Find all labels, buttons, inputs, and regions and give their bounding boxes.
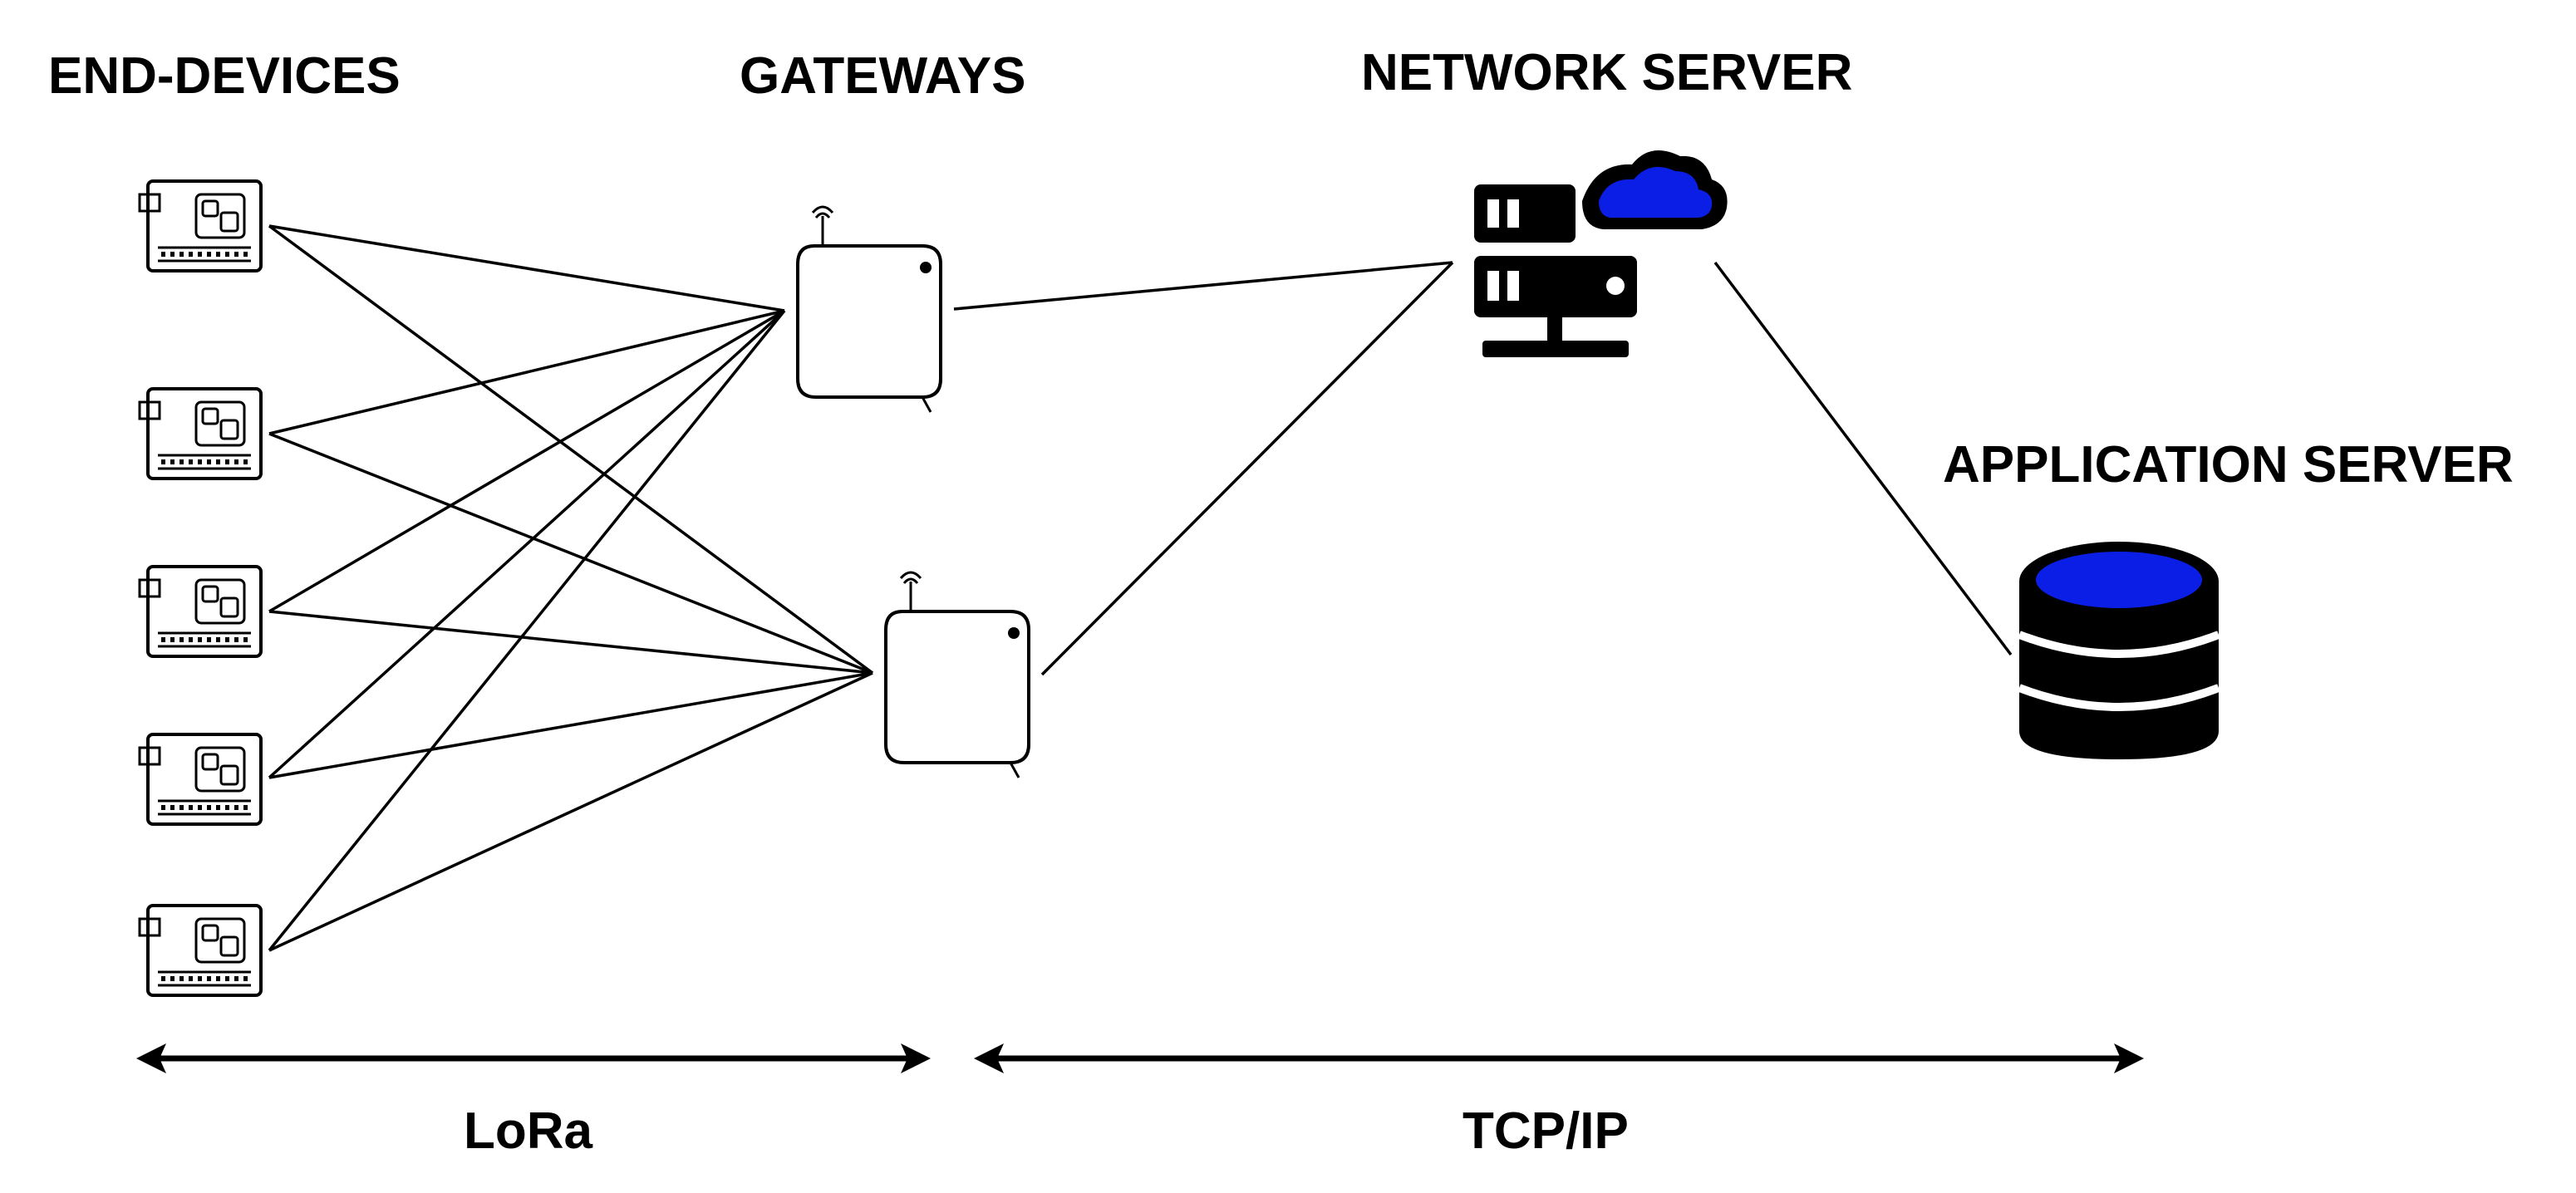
circuit-board-icon [140, 389, 261, 479]
backhaul-links [953, 261, 2013, 676]
gateway-1 [796, 205, 942, 414]
application-server [2018, 542, 2220, 759]
end-device-3 [140, 567, 261, 656]
end-device-1 [140, 181, 261, 271]
circuit-board-icon [140, 567, 261, 656]
end-device-2 [140, 389, 261, 479]
database-top-fill [2036, 552, 2202, 608]
database-icon [2018, 542, 2220, 759]
tcpip-protocol-label: TCP/IP [1463, 1102, 1629, 1160]
link-network-server-application-server [1713, 261, 2013, 656]
link-device-4-gateway-2 [268, 671, 873, 779]
lora-protocol-label: LoRa [464, 1102, 593, 1160]
link-device-1-gateway-1 [268, 224, 785, 312]
end-device-5 [140, 906, 261, 995]
lora-links [268, 224, 874, 952]
circuit-board-icon [140, 181, 261, 271]
link-device-3-gateway-2 [268, 610, 873, 675]
network-server-label: NETWORK SERVER [1361, 44, 1852, 101]
cloud-fill [1599, 166, 1713, 218]
gateway-router-icon [796, 205, 942, 414]
link-device-2-gateway-1 [268, 309, 785, 435]
link-device-1-gateway-2 [268, 224, 874, 675]
gateway-router-icon [884, 571, 1030, 779]
end-device-4 [140, 734, 261, 824]
circuit-board-icon [140, 906, 261, 995]
application-server-label: APPLICATION SERVER [1943, 436, 2514, 493]
link-device-5-gateway-2 [268, 671, 873, 952]
server-cloud-icon [1474, 150, 1728, 357]
link-device-4-gateway-1 [268, 309, 786, 779]
link-gateway-2-network-server [1040, 261, 1454, 676]
gateway-2 [884, 571, 1030, 779]
link-device-3-gateway-1 [268, 309, 785, 613]
link-device-5-gateway-1 [268, 309, 786, 952]
end-devices-label: END-DEVICES [48, 47, 401, 105]
link-device-2-gateway-2 [268, 432, 873, 675]
network-server [1474, 150, 1728, 357]
tcpip-scope-arrow [974, 1043, 2144, 1073]
lora-scope-arrow [136, 1043, 931, 1073]
link-gateway-1-network-server [953, 261, 1453, 311]
gateways-label: GATEWAYS [740, 47, 1026, 105]
circuit-board-icon [140, 734, 261, 824]
